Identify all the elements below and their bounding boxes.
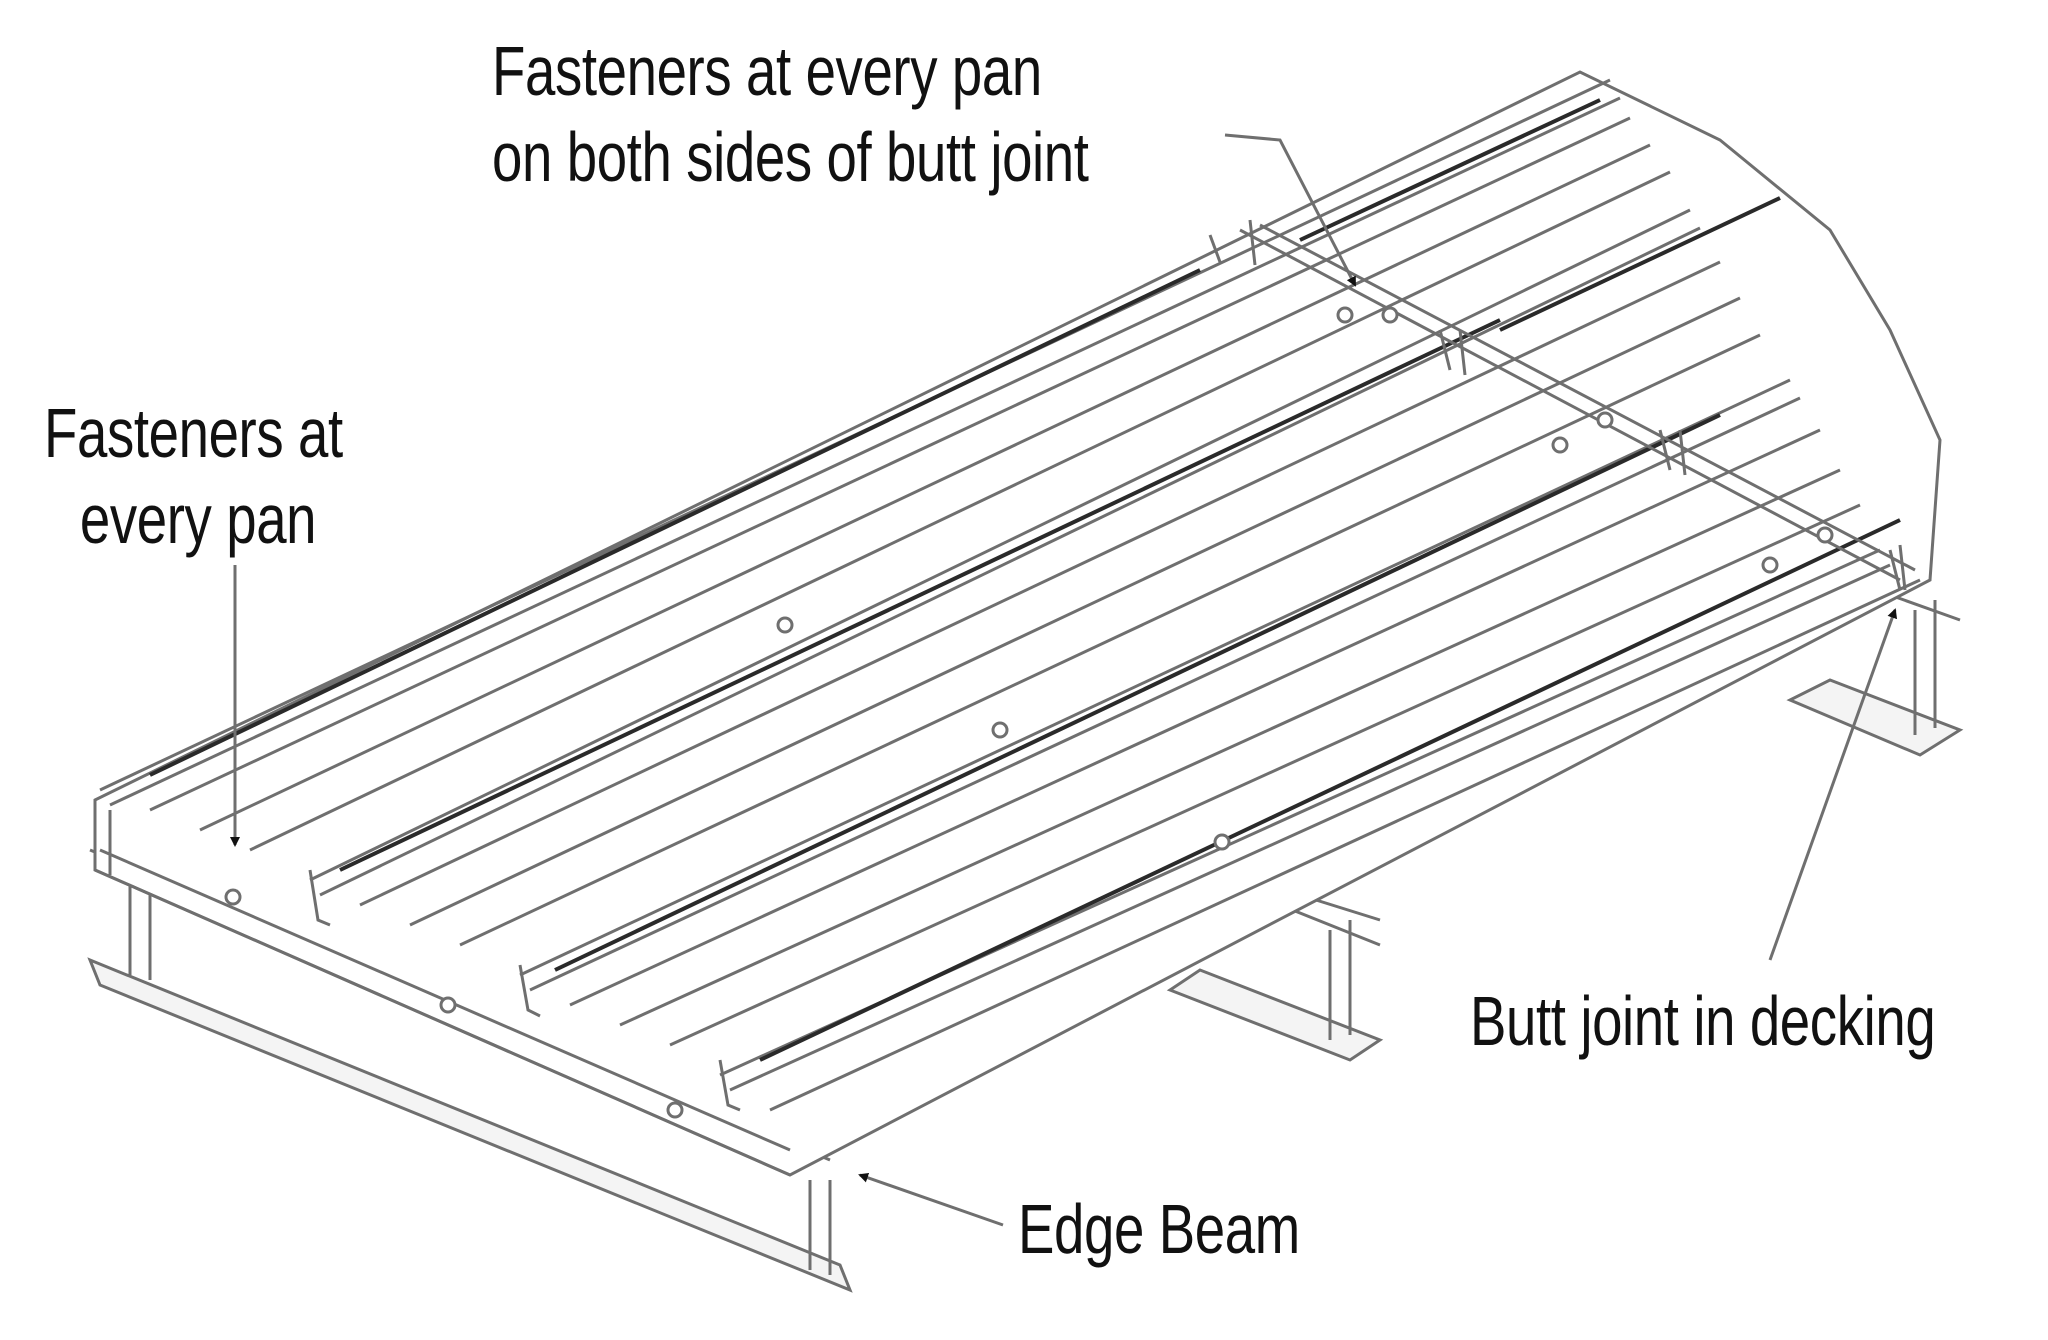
label-fasteners-butt-joint-line-1: Fasteners at every pan [492, 32, 1042, 110]
leader-arrows [230, 133, 1898, 1227]
butt-joint-line [1239, 219, 1916, 591]
deck-rib-shadows [149, 98, 1901, 1062]
arrow-edge-beam [858, 1172, 1004, 1227]
label-fasteners-every-pan: Fasteners at every pan [44, 390, 343, 562]
label-fasteners-every-pan-line-2: every pan [79, 480, 317, 558]
metal-decking [93, 70, 1942, 1177]
arrow-butt-joint [1768, 608, 1898, 961]
label-fasteners-butt-joint: Fasteners at every pan on both sides of … [492, 28, 1089, 200]
label-fasteners-every-pan-line-1: Fasteners at [44, 394, 343, 472]
cross-beam-back [1786, 593, 1964, 757]
label-edge-beam: Edge Beam [1018, 1190, 1300, 1268]
label-fasteners-butt-joint-line-2: on both sides of butt joint [492, 118, 1089, 196]
arrow-fasteners-butt-joint [1224, 133, 1357, 287]
label-butt-joint: Butt joint in decking [1470, 982, 1936, 1060]
fasteners [224, 306, 1834, 1119]
